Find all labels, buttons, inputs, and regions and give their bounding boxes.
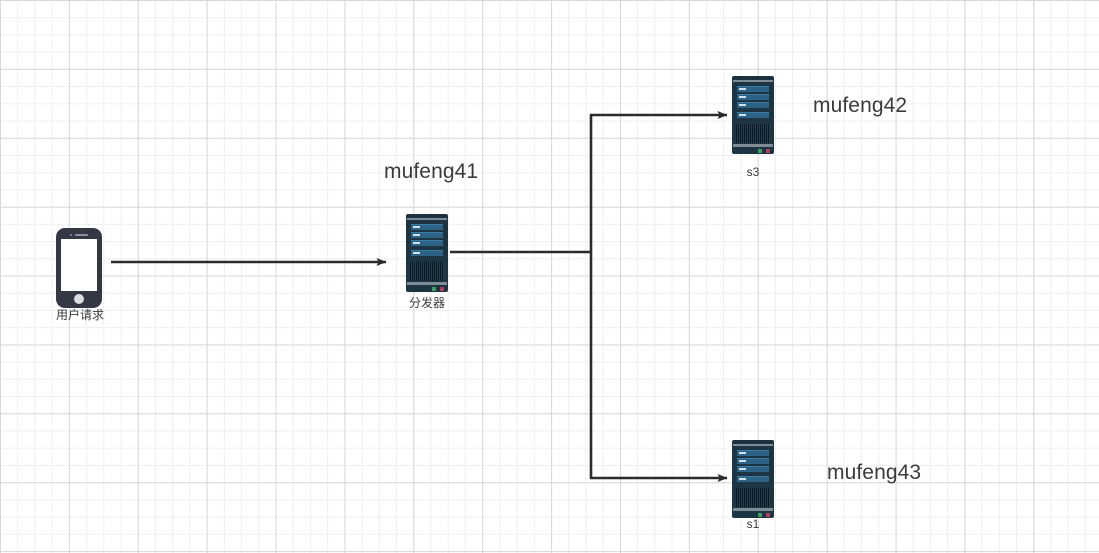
node-dispatcher-caption: 分发器: [408, 296, 445, 310]
server-drive-bay: [411, 232, 443, 238]
server-drive-bay: [737, 94, 769, 100]
phone-speaker-icon: [75, 234, 88, 236]
server-base: [407, 282, 447, 285]
node-dispatcher[interactable]: [406, 214, 448, 292]
server-top-cap: [732, 440, 774, 446]
server-drive-bay: [737, 458, 769, 464]
phone-camera-icon: [70, 234, 72, 236]
server-icon: [406, 214, 448, 292]
server-icon: [732, 440, 774, 518]
node-server-s3[interactable]: [732, 76, 774, 154]
node-client[interactable]: [56, 228, 102, 308]
server-vent-grille-icon: [410, 262, 444, 281]
server-drive-bay: [411, 224, 443, 230]
node-client-caption: 用户请求: [55, 308, 104, 322]
server-upper-chassis: [732, 446, 774, 486]
server-status-led-green: [758, 513, 762, 517]
server-status-led-green: [758, 149, 762, 153]
server-drive-bay: [737, 450, 769, 456]
server-drive-bay: [737, 102, 769, 108]
server-base: [733, 144, 773, 147]
server-top-cap: [406, 214, 448, 220]
node-server-s3-title: mufeng42: [813, 94, 908, 117]
server-upper-chassis: [732, 82, 774, 122]
node-server-s1-caption: s1: [746, 517, 760, 531]
server-top-cap: [732, 76, 774, 82]
phone-icon: [56, 228, 102, 308]
server-upper-chassis: [406, 220, 448, 260]
server-top-cap-line: [733, 80, 773, 82]
node-server-s1-title: mufeng43: [827, 461, 922, 484]
node-dispatcher-title: mufeng41: [384, 160, 479, 183]
server-drive-bay: [737, 466, 769, 472]
server-vent-grille-icon: [736, 124, 770, 143]
node-server-s1[interactable]: [732, 440, 774, 518]
server-status-led-red: [766, 149, 770, 153]
server-drive-bay: [737, 476, 769, 482]
phone-home-button-icon: [74, 294, 84, 304]
server-status-led-red: [440, 287, 444, 291]
server-vent-grille-icon: [736, 488, 770, 507]
phone-screen: [61, 239, 97, 291]
server-top-cap-line: [407, 218, 447, 220]
server-drive-bay: [737, 112, 769, 118]
server-base: [733, 508, 773, 511]
server-status-led-green: [432, 287, 436, 291]
node-server-s3-caption: s3: [746, 165, 760, 179]
server-icon: [732, 76, 774, 154]
server-drive-bay: [411, 240, 443, 246]
server-status-led-red: [766, 513, 770, 517]
server-top-cap-line: [733, 444, 773, 446]
server-drive-bay: [737, 86, 769, 92]
server-drive-bay: [411, 250, 443, 256]
